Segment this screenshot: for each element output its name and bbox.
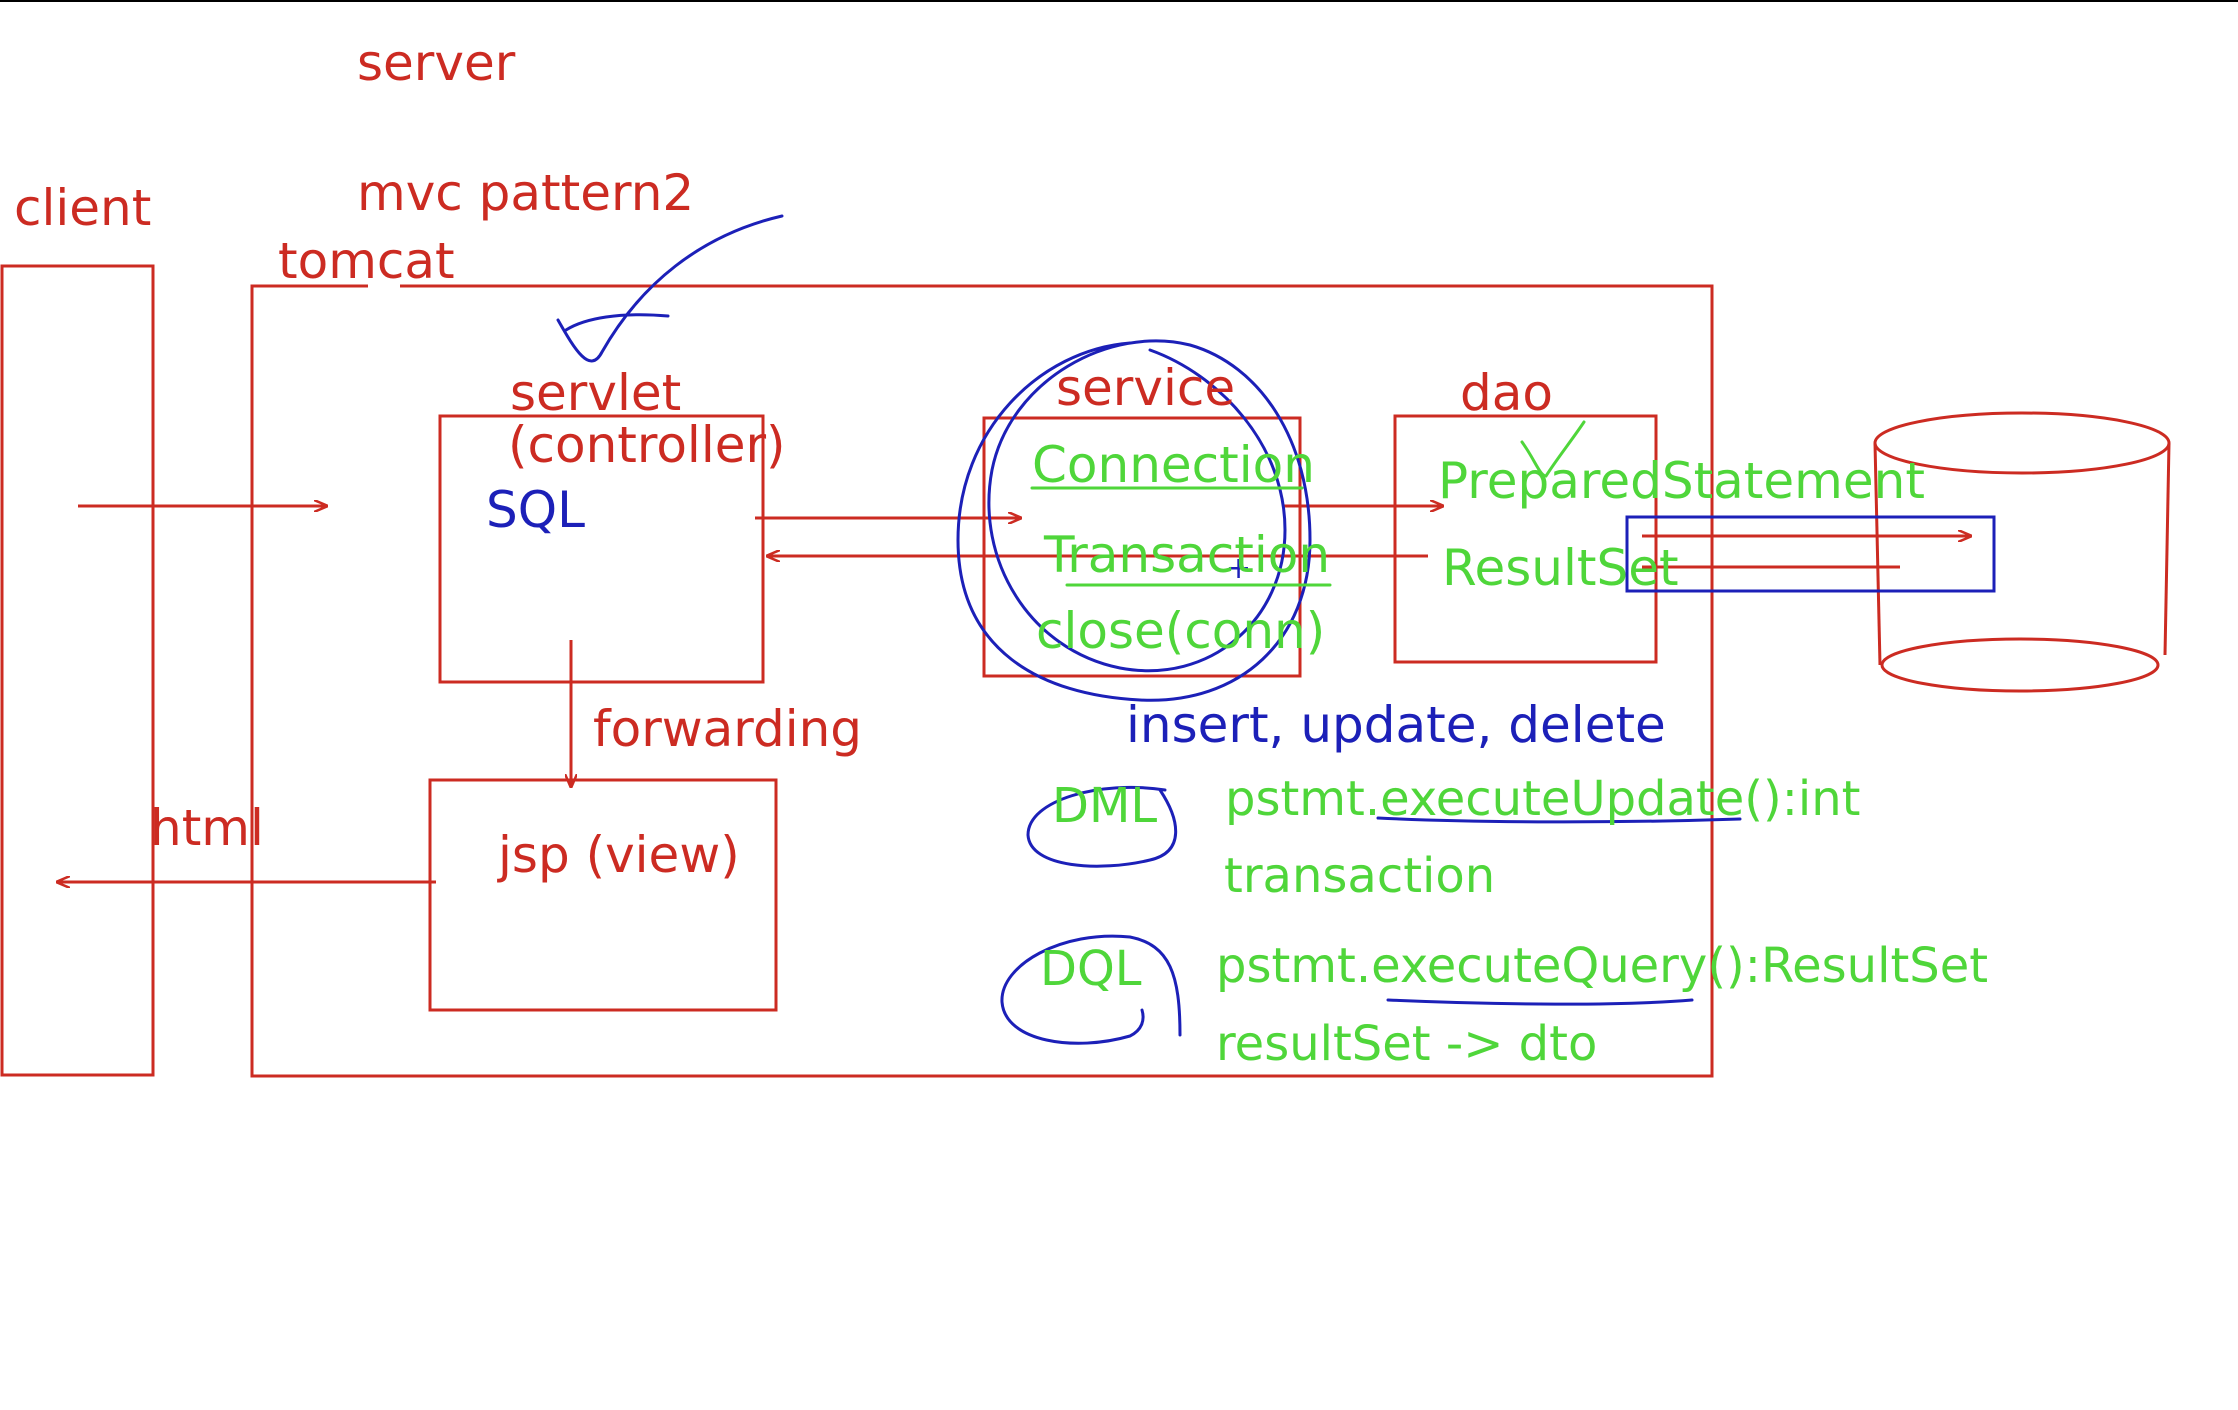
- sql-label: SQL: [486, 481, 585, 539]
- execute-query-underline: [1386, 998, 1694, 1006]
- service-circle: [956, 339, 1312, 702]
- dao-check-mark: [1520, 420, 1586, 478]
- servlet-label: servlet: [510, 364, 681, 422]
- result-set-label: ResultSet: [1442, 539, 1679, 597]
- close-conn-label: close(conn): [1036, 602, 1325, 660]
- result-to-dto-label: resultSet -> dto: [1216, 1016, 1597, 1072]
- server-label: server: [357, 34, 516, 92]
- controller-label: (controller): [508, 416, 786, 474]
- client-box: [0, 264, 155, 1077]
- tomcat-label: tomcat: [278, 232, 455, 290]
- html-label: html: [150, 799, 264, 857]
- dao-box: [1393, 414, 1658, 664]
- servlet-box: [438, 414, 765, 684]
- jsp-box: [428, 778, 778, 1012]
- transaction-label: Transaction: [1043, 526, 1330, 584]
- dql-circle: [1000, 934, 1182, 1045]
- insert-update-delete-label: insert, update, delete: [1126, 696, 1666, 754]
- execute-query-label: pstmt.executeQuery():ResultSet: [1216, 938, 1988, 994]
- check-mark-servlet: [556, 214, 784, 363]
- client-label: client: [14, 179, 151, 237]
- check-mark-servlet-tick: [564, 313, 670, 332]
- prepared-statement-label: PreparedStatement: [1438, 452, 1925, 510]
- dql-label: DQL: [1040, 941, 1142, 997]
- execute-update-underline: [1376, 816, 1742, 824]
- dao-db-channel-box: [1625, 515, 1996, 593]
- dao-label: dao: [1460, 364, 1553, 422]
- service-box: [982, 416, 1302, 678]
- tomcat-box: [250, 284, 1714, 1078]
- jsp-view-label: jsp (view): [497, 826, 740, 884]
- forwarding-label: forwarding: [593, 700, 862, 758]
- execute-update-label: pstmt.executeUpdate():int: [1225, 771, 1860, 827]
- database-cylinder: [1873, 411, 2171, 693]
- connection-label: Connection: [1032, 436, 1315, 494]
- dml-label: DML: [1052, 778, 1157, 834]
- plus-mark: +: [1226, 551, 1251, 586]
- mvc-pattern-label: mvc pattern2: [357, 164, 694, 222]
- service-label: service: [1056, 359, 1235, 417]
- dml-circle: [1026, 786, 1178, 868]
- transaction-note-label: transaction: [1224, 848, 1495, 904]
